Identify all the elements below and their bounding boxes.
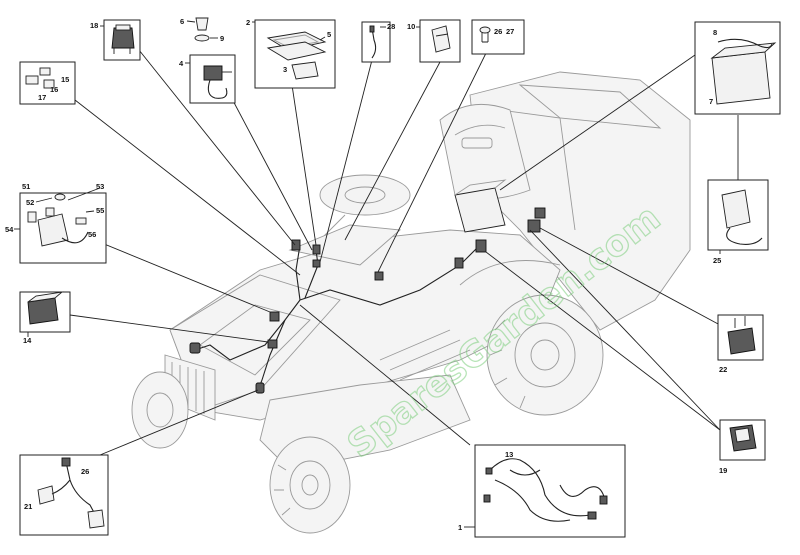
item-26-27-screw[interactable] xyxy=(471,19,525,55)
callout-number-26-top: 26 xyxy=(494,27,502,36)
callout-number-52: 52 xyxy=(26,198,34,207)
callout-number-5: 5 xyxy=(327,30,331,39)
callout-box-14[interactable] xyxy=(19,291,71,333)
callout-number-55: 55 xyxy=(96,206,104,215)
leader-lines xyxy=(69,44,739,456)
callout-box-22[interactable] xyxy=(717,314,764,361)
tractor-outline xyxy=(131,71,691,534)
callout-box-17[interactable] xyxy=(19,61,76,105)
callout-number-8: 8 xyxy=(713,28,717,37)
callout-box-1[interactable] xyxy=(474,444,626,538)
callout-number-16: 16 xyxy=(50,85,58,94)
callout-number-13: 13 xyxy=(505,450,513,459)
callout-number-4: 4 xyxy=(179,59,184,68)
callout-number-27: 27 xyxy=(506,27,514,36)
callout-box-28[interactable] xyxy=(361,21,391,63)
callout-number-9: 9 xyxy=(220,34,224,43)
callout-number-19: 19 xyxy=(719,466,727,475)
callout-number-17: 17 xyxy=(38,93,46,102)
callout-number-7: 7 xyxy=(709,97,713,106)
item-6-bulb[interactable] xyxy=(194,17,210,42)
callout-number-26-bottom: 26 xyxy=(81,467,89,476)
callout-number-22: 22 xyxy=(719,365,727,374)
callout-number-1: 1 xyxy=(458,523,462,532)
callout-box-21[interactable] xyxy=(19,454,109,536)
callout-number-15: 15 xyxy=(61,75,69,84)
callout-number-56: 56 xyxy=(88,230,96,239)
callout-number-10: 10 xyxy=(407,22,415,31)
callout-box-2[interactable] xyxy=(254,19,336,89)
callout-number-25: 25 xyxy=(713,256,721,265)
callout-number-3: 3 xyxy=(283,65,287,74)
callout-box-4[interactable] xyxy=(189,54,236,104)
callout-number-14: 14 xyxy=(23,336,32,345)
harness-on-tractor xyxy=(189,179,546,394)
callout-number-6: 6 xyxy=(180,17,184,26)
callout-number-28: 28 xyxy=(387,22,395,31)
callout-number-51: 51 xyxy=(22,182,30,191)
callout-number-53: 53 xyxy=(96,182,104,191)
callout-box-51[interactable] xyxy=(19,187,107,264)
callout-box-10[interactable] xyxy=(419,19,461,63)
callout-box-18[interactable] xyxy=(103,19,141,61)
callout-box-7[interactable] xyxy=(694,21,781,115)
callout-box-19[interactable] xyxy=(719,419,766,461)
callout-number-54: 54 xyxy=(5,225,14,234)
callout-number-21: 21 xyxy=(24,502,32,511)
callout-number-2: 2 xyxy=(246,18,250,27)
callout-number-18: 18 xyxy=(90,21,98,30)
callout-box-25[interactable] xyxy=(707,179,769,251)
